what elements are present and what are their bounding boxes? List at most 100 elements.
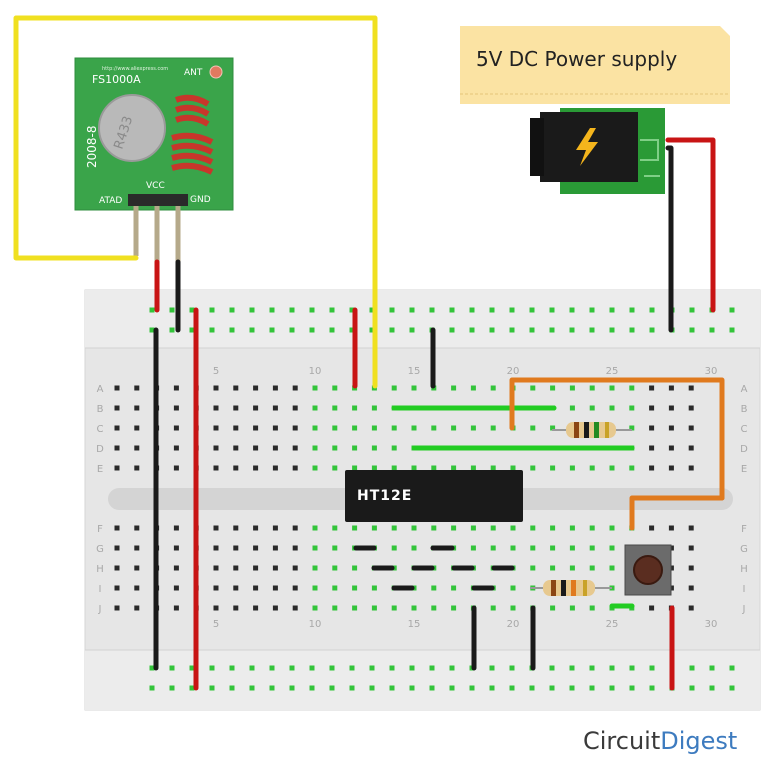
breadboard-hole [550,525,556,531]
breadboard-hole [490,525,496,531]
column-number: 20 [507,366,520,377]
breadboard-hole [149,307,155,313]
breadboard-hole [509,685,515,691]
breadboard-holes [114,307,735,691]
breadboard-hole [249,307,255,313]
breadboard-hole [349,685,355,691]
breadboard-hole [449,665,455,671]
breadboard-hole [549,685,555,691]
breadboard-hole [688,405,694,411]
breadboard-hole [173,565,179,571]
breadboard-hole [391,445,397,451]
breadboard-hole [629,465,635,471]
breadboard-hole [134,545,140,551]
breadboard-hole [609,525,615,531]
breadboard-hole [451,465,457,471]
breadboard-hole [489,665,495,671]
row-label: E [741,464,747,475]
breadboard-hole [213,385,219,391]
breadboard-hole [569,665,575,671]
pin-data-label: ATAD [99,196,122,206]
pin-vcc-label: VCC [146,181,165,191]
column-number: 5 [213,366,219,377]
breadboard-hole [272,445,278,451]
breadboard-hole [209,685,215,691]
breadboard-hole [689,665,695,671]
breadboard-hole [253,605,259,611]
short-black-jumpers [353,545,515,591]
breadboard-hole [289,307,295,313]
pin-gnd-label: GND [190,195,211,205]
breadboard-hole [530,385,536,391]
breadboard-hole [371,445,377,451]
row-label: C [97,424,104,435]
breadboard-hole [329,307,335,313]
breadboard-hole [332,385,338,391]
breadboard-hole [569,405,575,411]
breadboard-hole [292,465,298,471]
breadboard-hole [233,425,239,431]
breadboard-hole [272,405,278,411]
breadboard-hole [569,327,575,333]
row-label: D [740,444,748,455]
breadboard-hole [589,545,595,551]
yellow-wire [13,15,378,389]
breadboard-hole [169,327,175,333]
breadboard-hole [272,525,278,531]
breadboard-hole [233,405,239,411]
breadboard-hole [729,327,735,333]
breadboard-hole [510,525,516,531]
breadboard-hole [449,307,455,313]
breadboard-hole [689,307,695,313]
breadboard-hole [189,685,195,691]
breadboard-hole [173,445,179,451]
crystal-resonator [98,94,166,162]
breadboard-hole [530,565,536,571]
breadboard-hole [233,585,239,591]
breadboard-hole [629,405,635,411]
brand-digest: Digest [660,727,737,755]
breadboard-hole [134,385,140,391]
row-label: J [742,604,746,615]
breadboard-hole [431,605,437,611]
breadboard-hole [213,565,219,571]
breadboard-hole [233,605,239,611]
breadboard-hole [309,665,315,671]
breadboard-hole [668,385,674,391]
rf-transmitter-module: http://www.aliexpress.com FS1000A ANT 20… [74,57,234,262]
breadboard-hole [470,465,476,471]
breadboard-hole [609,327,615,333]
breadboard-hole [213,525,219,531]
row-label: I [99,584,102,595]
breadboard-hole [688,425,694,431]
row-label: G [740,544,748,555]
breadboard-hole [550,425,556,431]
breadboard-hole [114,605,120,611]
breadboard-hole [589,307,595,313]
breadboard-hole [689,327,695,333]
breadboard-hole [213,405,219,411]
breadboard-hole [332,605,338,611]
breadboard-hole [309,685,315,691]
breadboard-hole [371,605,377,611]
breadboard-hole [609,545,615,551]
breadboard-hole [229,307,235,313]
breadboard-hole [609,385,615,391]
breadboard-hole [449,685,455,691]
breadboard-hole [729,307,735,313]
breadboard-hole [649,425,655,431]
breadboard-hole [371,405,377,411]
breadboard-hole [209,665,215,671]
breadboard-hole [649,605,655,611]
breadboard-hole [391,425,397,431]
breadboard-hole [569,307,575,313]
red-wire-supply [665,137,716,313]
breadboard-hole [530,425,536,431]
breadboard-hole [369,307,375,313]
breadboard-hole [253,565,259,571]
breadboard-hole [253,545,259,551]
breadboard-hole [134,585,140,591]
breadboard-hole [249,327,255,333]
row-label: F [97,524,103,535]
breadboard-hole [349,665,355,671]
